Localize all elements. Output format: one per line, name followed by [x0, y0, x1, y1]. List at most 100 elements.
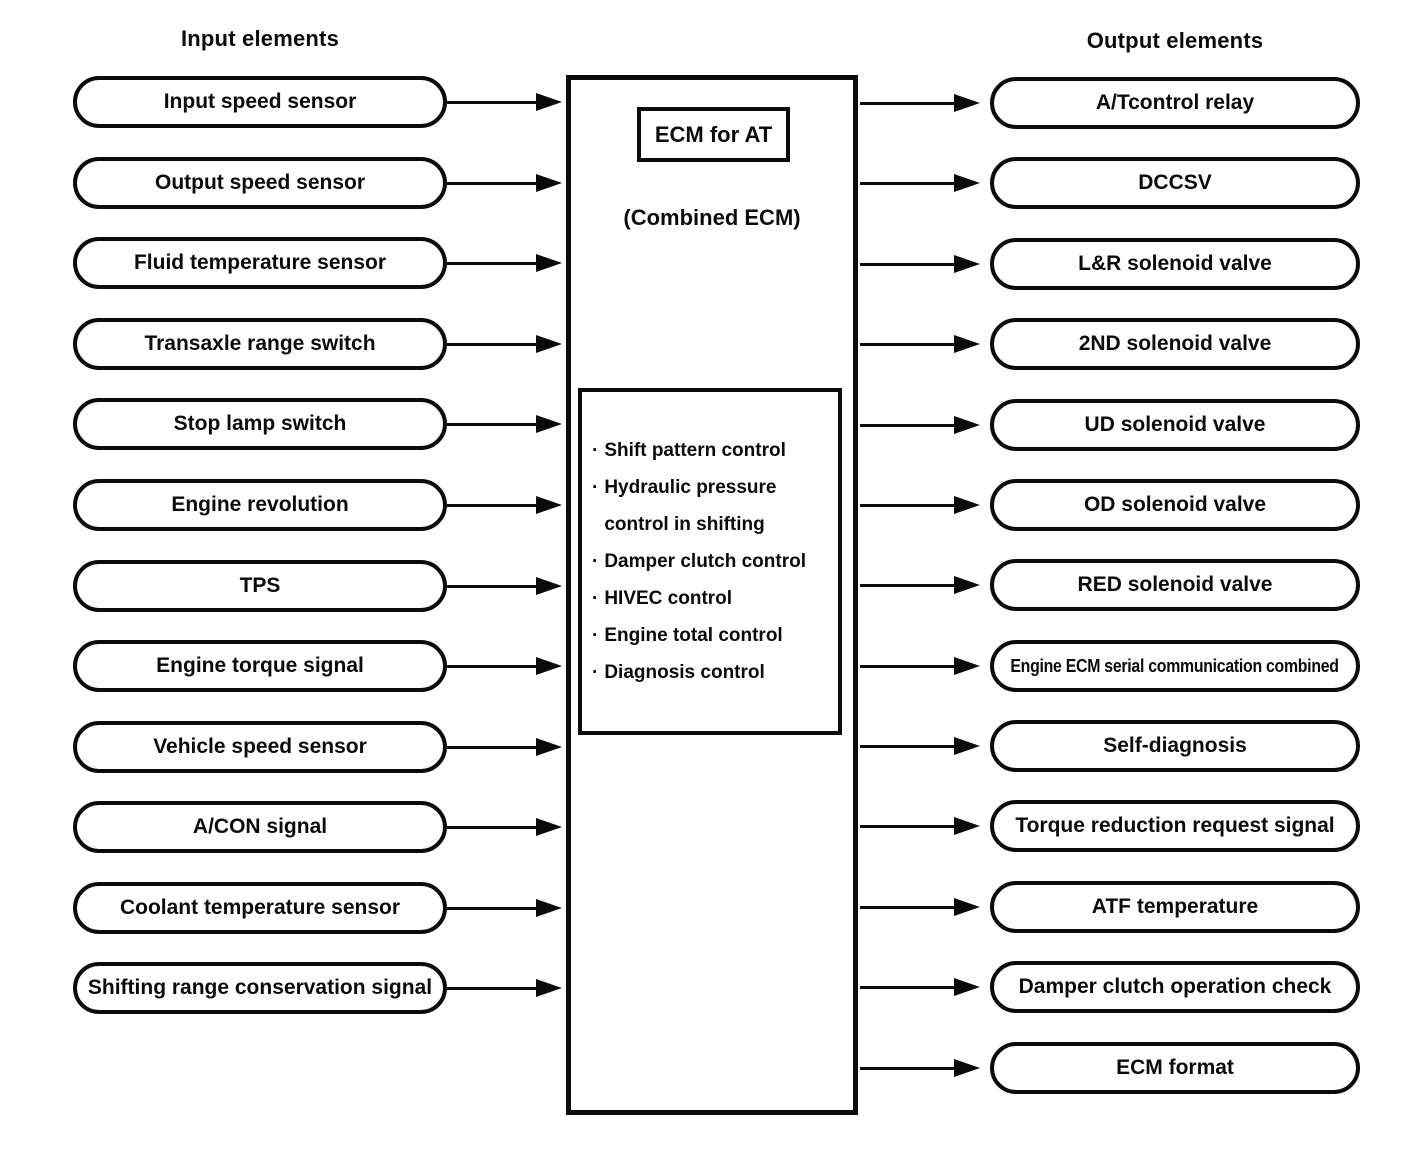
output-arrow — [860, 416, 980, 434]
input-arrow — [447, 818, 562, 836]
input-arrow — [447, 415, 562, 433]
arrowhead-icon — [954, 978, 980, 996]
input-pill-label: Output speed sensor — [154, 171, 366, 194]
output-arrow — [860, 335, 980, 353]
arrowhead-icon — [954, 576, 980, 594]
output-pill: Self-diagnosis — [990, 720, 1360, 772]
bullet-icon: · — [592, 588, 599, 609]
output-arrow — [860, 817, 980, 835]
output-pill: L&R solenoid valve — [990, 238, 1360, 290]
ecm-function-item: ·Shift pattern control — [592, 432, 834, 469]
ecm-for-at-title: ECM for AT — [654, 121, 773, 147]
input-pill-label: Fluid temperature sensor — [133, 251, 387, 274]
output-pill: A/Tcontrol relay — [990, 77, 1360, 129]
input-pill-label: Stop lamp switch — [173, 412, 347, 435]
output-pill: ATF temperature — [990, 881, 1360, 933]
arrowhead-icon — [536, 93, 562, 111]
arrowhead-icon — [954, 335, 980, 353]
output-arrow — [860, 978, 980, 996]
output-pill-label: L&R solenoid valve — [1078, 252, 1272, 275]
output-pill-label: Torque reduction request signal — [1015, 814, 1335, 837]
input-pill: A/CON signal — [73, 801, 447, 853]
bullet-icon: · — [592, 662, 599, 683]
arrowhead-icon — [954, 496, 980, 514]
output-pill-label: 2ND solenoid valve — [1078, 332, 1272, 355]
input-pill-label: Coolant temperature sensor — [119, 896, 401, 919]
ecm-function-label: Engine total control — [604, 625, 783, 646]
output-pill-label: DCCSV — [1138, 171, 1212, 194]
arrowhead-icon — [536, 979, 562, 997]
output-arrow — [860, 496, 980, 514]
input-arrow — [447, 657, 562, 675]
arrowhead-icon — [954, 657, 980, 675]
output-pill-label: ATF temperature — [1091, 895, 1259, 918]
output-pill: Engine ECM serial communication combined — [990, 640, 1360, 692]
output-arrow — [860, 576, 980, 594]
output-arrow — [860, 898, 980, 916]
input-pill-label: TPS — [239, 574, 281, 597]
arrowhead-icon — [954, 817, 980, 835]
arrowhead-icon — [536, 254, 562, 272]
input-pill-label: A/CON signal — [192, 815, 328, 838]
bullet-icon: · — [592, 440, 599, 461]
ecm-functions-box: ·Shift pattern control ·Hydraulic pressu… — [578, 388, 842, 735]
ecm-function-item: ·Engine total control — [592, 617, 834, 654]
ecm-function-label: Hydraulic pressure control in shifting — [604, 477, 777, 535]
arrowhead-icon — [536, 415, 562, 433]
output-pill: Torque reduction request signal — [990, 800, 1360, 852]
ecm-function-label: Diagnosis control — [604, 662, 765, 683]
arrowhead-icon — [536, 174, 562, 192]
input-arrow — [447, 496, 562, 514]
input-arrow — [447, 335, 562, 353]
output-pill-label: RED solenoid valve — [1077, 573, 1273, 596]
input-pill-label: Engine torque signal — [156, 654, 364, 677]
input-pill: Engine torque signal — [73, 640, 447, 692]
arrowhead-icon — [954, 174, 980, 192]
output-elements-header: Output elements — [1086, 28, 1264, 53]
output-arrow — [860, 1059, 980, 1077]
arrowhead-icon — [954, 94, 980, 112]
arrowhead-icon — [536, 738, 562, 756]
input-pill: Fluid temperature sensor — [73, 237, 447, 289]
output-pill: RED solenoid valve — [990, 559, 1360, 611]
output-pill: UD solenoid valve — [990, 399, 1360, 451]
output-arrow — [860, 174, 980, 192]
input-pill-label: Vehicle speed sensor — [153, 735, 367, 758]
bullet-icon: · — [592, 477, 599, 498]
input-pill-label: Transaxle range switch — [144, 332, 376, 355]
input-pill-label: Shifting range conservation signal — [87, 976, 433, 999]
input-pill: TPS — [73, 560, 447, 612]
arrowhead-icon — [954, 255, 980, 273]
ecm-function-label: Damper clutch control — [604, 551, 806, 572]
input-pill: Stop lamp switch — [73, 398, 447, 450]
input-arrow — [447, 174, 562, 192]
input-elements-header: Input elements — [180, 26, 340, 51]
arrowhead-icon — [954, 898, 980, 916]
ecm-function-label: Shift pattern control — [604, 440, 786, 461]
input-pill-label: Engine revolution — [171, 493, 349, 516]
combined-ecm-subtitle: (Combined ECM) — [623, 205, 801, 230]
ecm-function-item: ·Damper clutch control — [592, 543, 834, 580]
arrowhead-icon — [536, 335, 562, 353]
arrowhead-icon — [954, 1059, 980, 1077]
ecm-function-item: ·Hydraulic pressure control in shifting — [592, 469, 834, 543]
ecm-for-at-title-box: ECM for AT — [637, 107, 790, 162]
ecm-function-item: ·HIVEC control — [592, 580, 834, 617]
ecm-function-label: HIVEC control — [604, 588, 733, 609]
output-pill-label: UD solenoid valve — [1084, 413, 1266, 436]
arrowhead-icon — [536, 577, 562, 595]
output-pill: DCCSV — [990, 157, 1360, 209]
output-pill: Damper clutch operation check — [990, 961, 1360, 1013]
output-pill: ECM format — [990, 1042, 1360, 1094]
arrowhead-icon — [536, 496, 562, 514]
arrowhead-icon — [954, 737, 980, 755]
arrowhead-icon — [536, 899, 562, 917]
output-arrow — [860, 255, 980, 273]
input-arrow — [447, 899, 562, 917]
output-pill-label: A/Tcontrol relay — [1095, 91, 1255, 114]
output-arrow — [860, 657, 980, 675]
arrowhead-icon — [536, 657, 562, 675]
input-pill: Vehicle speed sensor — [73, 721, 447, 773]
input-pill: Engine revolution — [73, 479, 447, 531]
arrowhead-icon — [954, 416, 980, 434]
